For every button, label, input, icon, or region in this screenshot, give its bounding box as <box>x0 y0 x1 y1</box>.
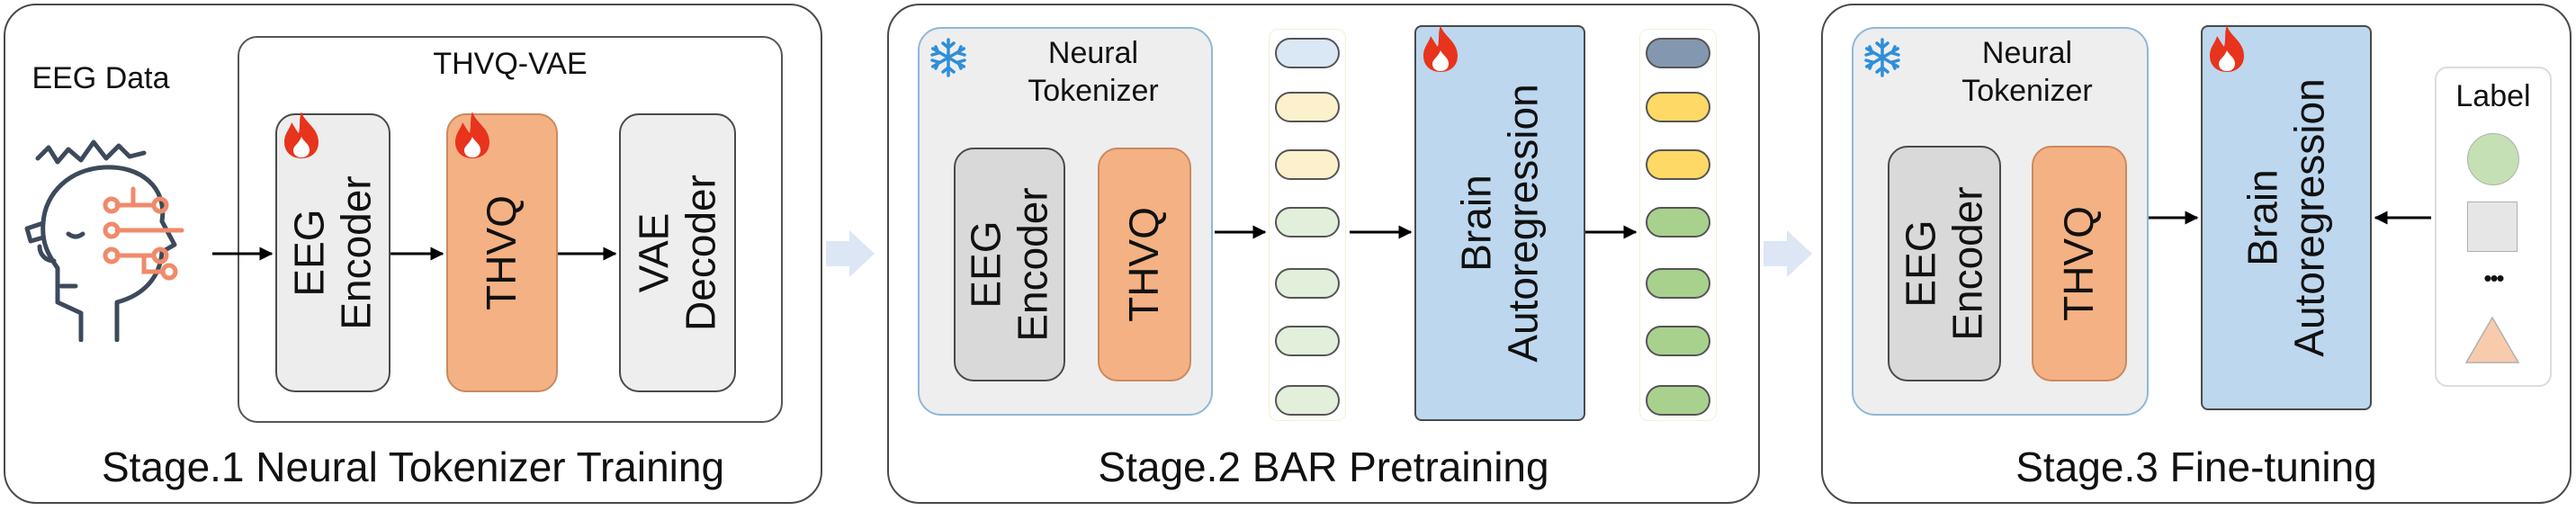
stage2-model-fire-icon <box>1423 25 1458 72</box>
stage2-title: Stage.2 BAR Pretraining <box>1098 444 1549 490</box>
output-token-2 <box>1646 92 1710 122</box>
input-token-4 <box>1275 207 1340 238</box>
input-token-5 <box>1275 268 1340 299</box>
label-title: Label <box>2455 79 2531 113</box>
label-circle-shape <box>2467 133 2519 185</box>
stage3-snowflake-icon <box>1864 38 1900 77</box>
stage1-thvq-block: THVQ <box>446 113 558 392</box>
stage-transition-arrow-2 <box>1764 230 1812 277</box>
input-token-2 <box>1275 92 1340 122</box>
input-token-6 <box>1275 326 1340 356</box>
stage2-thvq-block: THVQ <box>1098 148 1191 381</box>
label-square-shape <box>2467 202 2518 252</box>
stage1-encoder-fire-icon <box>284 112 319 158</box>
stage3-title: Stage.3 Fine-tuning <box>2015 444 2377 490</box>
stage1-thvq-fire-icon <box>455 112 489 158</box>
output-token-5 <box>1646 268 1710 299</box>
output-token-4 <box>1646 207 1710 238</box>
stage1-title: Stage.1 Neural Tokenizer Training <box>101 444 725 490</box>
output-token-3 <box>1646 149 1710 180</box>
output-token-7 <box>1646 385 1710 416</box>
input-token-1 <box>1275 38 1340 68</box>
head-circuit-icon <box>24 139 184 342</box>
label-ellipsis: ••• <box>2483 264 2504 291</box>
stage-transition-arrow-1 <box>826 230 875 277</box>
thvq-vae-title: THVQ-VAE <box>433 47 588 81</box>
input-token-3 <box>1275 149 1340 180</box>
stage2-snowflake-icon <box>930 38 966 77</box>
label-triangle-shape <box>2464 316 2520 363</box>
stage3-model-fire-icon <box>2210 25 2244 72</box>
input-token-7 <box>1275 385 1340 416</box>
stage3-thvq-block: THVQ <box>2032 146 2127 381</box>
output-token-6 <box>1646 326 1710 356</box>
eeg-data-label: EEG Data <box>31 61 170 95</box>
output-token-1 <box>1646 38 1710 68</box>
